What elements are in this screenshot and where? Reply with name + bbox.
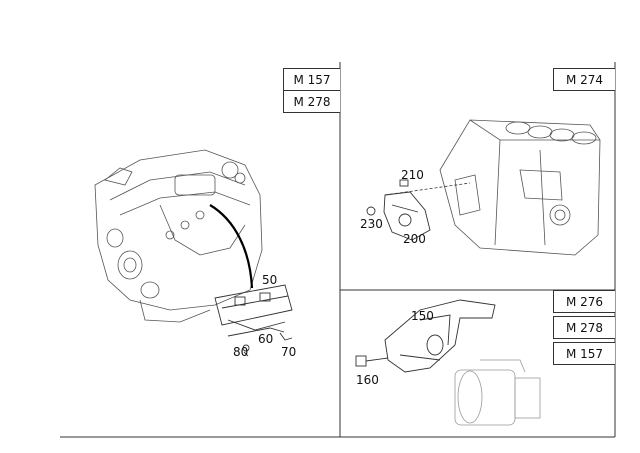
callout-200: 200 [403,232,426,246]
callout-60: 60 [258,332,274,346]
engine-box-m157-b: M 157 [553,342,615,365]
callout-80: 80 [233,345,249,359]
callout-160: 160 [356,373,379,387]
engine-box-m278-b: M 278 [553,316,615,339]
callout-70: 70 [281,345,297,359]
callout-210: 210 [401,168,424,182]
engine-box-m274: M 274 [553,68,615,91]
callout-150: 150 [411,309,434,323]
engine-box-m276: M 276 [553,290,615,313]
callout-230: 230 [360,217,383,231]
callout-50: 50 [262,273,278,287]
engine-box-m157: M 157 [283,68,340,91]
engine-box-m278: M 278 [283,90,340,113]
